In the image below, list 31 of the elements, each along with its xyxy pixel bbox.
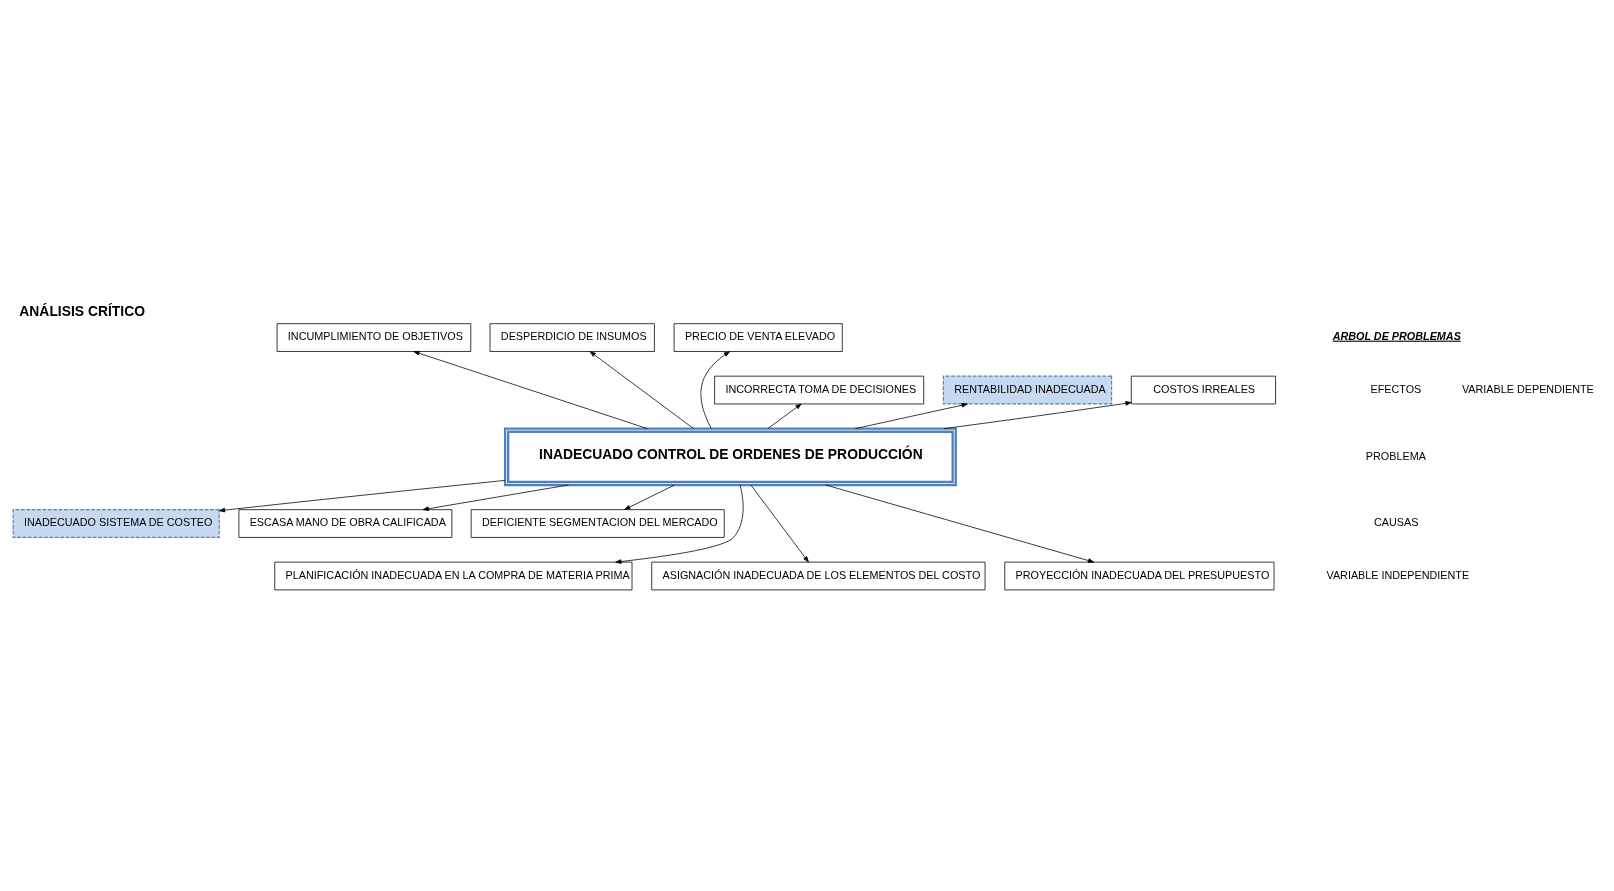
diagram-title: ANÁLISIS CRÍTICO <box>19 302 145 319</box>
node-box: PLANIFICACIÓN INADECUADA EN LA COMPRA DE MATERIA PRIMA <box>274 561 633 590</box>
arrow <box>943 400 1132 429</box>
node-box: PRECIO DE VENTA ELEVADO <box>673 322 843 352</box>
node-box: COSTOS IRREALES <box>1130 375 1276 404</box>
arrow <box>413 350 648 429</box>
arrow <box>422 484 569 511</box>
label: PROBLEMA <box>1365 449 1426 462</box>
node-box: DEFICIENTE SEGMENTACION DEL MERCADO <box>470 508 725 538</box>
arrow <box>589 350 694 429</box>
label: CAUSAS <box>1373 515 1419 528</box>
arrow <box>615 484 744 564</box>
arrow <box>855 402 968 429</box>
label: VARIABLE DEPENDIENTE <box>1461 382 1594 395</box>
node-box: INCUMPLIMIENTO DE OBJETIVOS <box>276 322 472 352</box>
node-box: ESCASA MANO DE OBRA CALIFICADA <box>238 508 453 538</box>
node-box: RENTABILIDAD INADECUADA <box>942 375 1113 404</box>
node-box: DESPERDICIO DE INSUMOS <box>489 322 655 352</box>
arrow <box>700 350 730 429</box>
node-box: INADECUADO SISTEMA DE COSTEO <box>12 508 220 538</box>
arrow <box>750 484 809 562</box>
arrow <box>624 484 675 510</box>
node-box: PROYECCIÓN INADECUADA DEL PRESUPUESTO <box>1004 561 1275 590</box>
label: VARIABLE INDEPENDIENTE <box>1326 568 1470 581</box>
arrow <box>825 484 1095 563</box>
label: ARBOL DE PROBLEMAS <box>1332 329 1461 342</box>
arrow <box>767 403 802 429</box>
arrow <box>218 479 506 512</box>
node-box: INCORRECTA TOMA DE DECISIONES <box>714 375 925 404</box>
label: EFECTOS <box>1370 382 1422 395</box>
node-box: ASIGNACIÓN INADECUADA DE LOS ELEMENTOS DEL COSTO <box>651 561 986 590</box>
